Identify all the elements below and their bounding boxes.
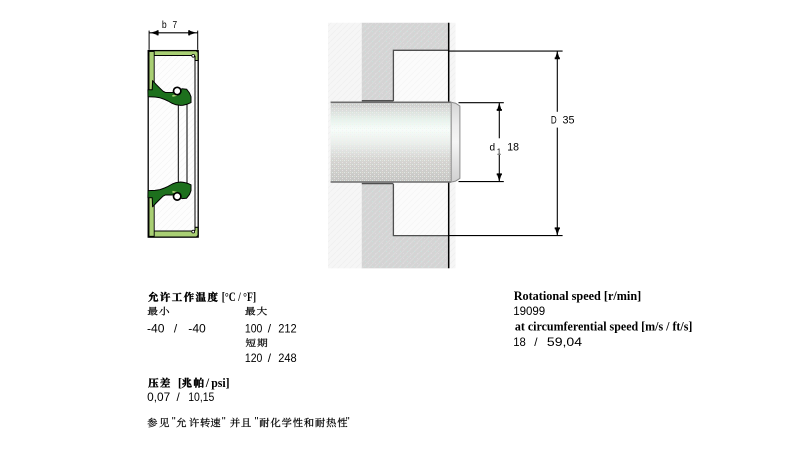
svg-text:/: /	[205, 376, 210, 390]
svg-text:psi]: psi]	[211, 376, 229, 390]
svg-text:100: 100	[245, 321, 263, 335]
svg-text:": "	[255, 416, 259, 428]
svg-text:18: 18	[513, 335, 526, 349]
svg-text:18: 18	[507, 142, 519, 154]
svg-text:": "	[172, 416, 176, 428]
svg-text:/: /	[174, 321, 178, 335]
svg-text:/: /	[268, 351, 272, 365]
svg-text:248: 248	[278, 351, 297, 365]
svg-text:-40: -40	[147, 321, 165, 335]
svg-text:19099: 19099	[513, 304, 545, 318]
svg-text:Rotational speed [r/min]: Rotational speed [r/min]	[514, 289, 642, 303]
svg-text:10,15: 10,15	[188, 390, 215, 404]
svg-text:0,07: 0,07	[147, 390, 170, 404]
svg-text:D: D	[551, 115, 557, 127]
svg-text:at circumferential speed [m/s: at circumferential speed [m/s / ft/s]	[515, 320, 693, 334]
svg-text:-40: -40	[188, 321, 206, 335]
svg-text:": "	[346, 416, 350, 428]
svg-text:/: /	[177, 390, 181, 404]
svg-text:b: b	[162, 19, 167, 31]
svg-text:/: /	[534, 335, 538, 349]
svg-text:d: d	[490, 142, 496, 154]
svg-text:1: 1	[497, 148, 502, 157]
svg-text:[: [	[178, 376, 182, 390]
svg-text:59,04: 59,04	[547, 335, 583, 349]
svg-text:": "	[222, 416, 226, 428]
svg-text:7: 7	[173, 19, 178, 31]
svg-text:212: 212	[278, 321, 297, 335]
svg-text:120: 120	[245, 351, 263, 365]
svg-text:/: /	[268, 321, 272, 335]
svg-text:[°C / °F]: [°C / °F]	[222, 290, 256, 304]
svg-text:35: 35	[563, 115, 575, 127]
